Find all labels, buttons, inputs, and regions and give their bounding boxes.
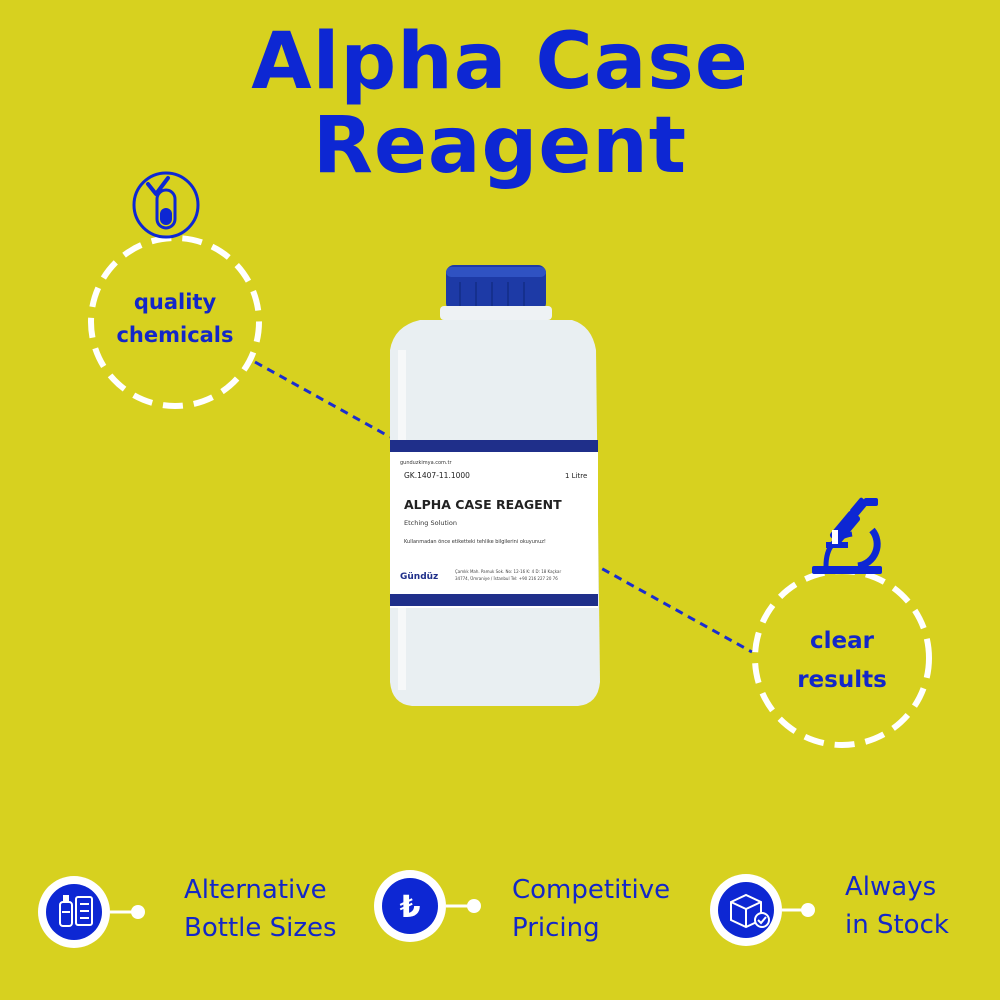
- badge-right-line-1: clear: [810, 628, 874, 654]
- bottle-address-1: Çamlık Mah. Pamuk Sok. No: 12-16 K: 4 D:…: [455, 569, 561, 574]
- microscope-icon: [812, 497, 882, 574]
- feature-1-line-2: Bottle Sizes: [184, 913, 337, 943]
- quality-chemicals-badge: quality chemicals: [95, 286, 255, 352]
- bottle-code: GK.1407-11.1000: [404, 471, 470, 480]
- feature-pricing-graphic: ₺: [374, 870, 481, 942]
- feature-bottle-sizes: Alternative Bottle Sizes: [184, 871, 337, 947]
- feature-1-line-1: Alternative: [184, 875, 327, 905]
- page-title: Alpha Case Reagent: [0, 20, 1000, 188]
- feature-bottle-sizes-graphic: [38, 876, 145, 948]
- feature-3-line-1: Always: [845, 872, 937, 902]
- bottle-checklist-icon: [59, 895, 93, 927]
- bottle-product-name: ALPHA CASE REAGENT: [404, 497, 562, 512]
- right-connector-line: [589, 560, 753, 654]
- feature-stock: Always in Stock: [845, 868, 949, 944]
- test-tube-check-icon: [132, 171, 200, 239]
- feature-pricing: Competitive Pricing: [512, 871, 670, 947]
- bottle-subtitle: Etching Solution: [404, 519, 457, 527]
- bottle-website: gunduzkimya.com.tr: [400, 460, 452, 466]
- badge-left-line-2: chemicals: [116, 323, 234, 347]
- feature-stock-graphic: [710, 874, 815, 946]
- box-check-icon: [730, 893, 770, 929]
- title-line-1: Alpha Case: [251, 17, 749, 107]
- left-dashed-circle: [88, 235, 262, 409]
- lira-icon: ₺: [400, 890, 421, 925]
- left-connector-line: [254, 360, 391, 439]
- bottle-warning: Kullanmadan önce etiketteki tehlike bilg…: [404, 539, 546, 545]
- badge-right-line-2: results: [797, 667, 887, 693]
- bottle-brand: Gündüz: [400, 572, 438, 582]
- feature-2-line-2: Pricing: [512, 913, 600, 943]
- clear-results-badge: clear results: [762, 622, 922, 700]
- title-line-2: Reagent: [312, 101, 688, 191]
- bottle-volume: 1 Litre: [565, 472, 587, 480]
- feature-2-line-1: Competitive: [512, 875, 671, 905]
- badge-left-line-1: quality: [133, 290, 217, 314]
- bottle-label: [390, 440, 598, 608]
- feature-3-line-2: in Stock: [845, 910, 949, 940]
- bottle-address-2: 34774, Ümraniye / İstanbul Tel: +90 216 …: [455, 576, 558, 581]
- reagent-bottle: gunduzkimya.com.tr GK.1407-11.1000 1 Lit…: [390, 265, 600, 706]
